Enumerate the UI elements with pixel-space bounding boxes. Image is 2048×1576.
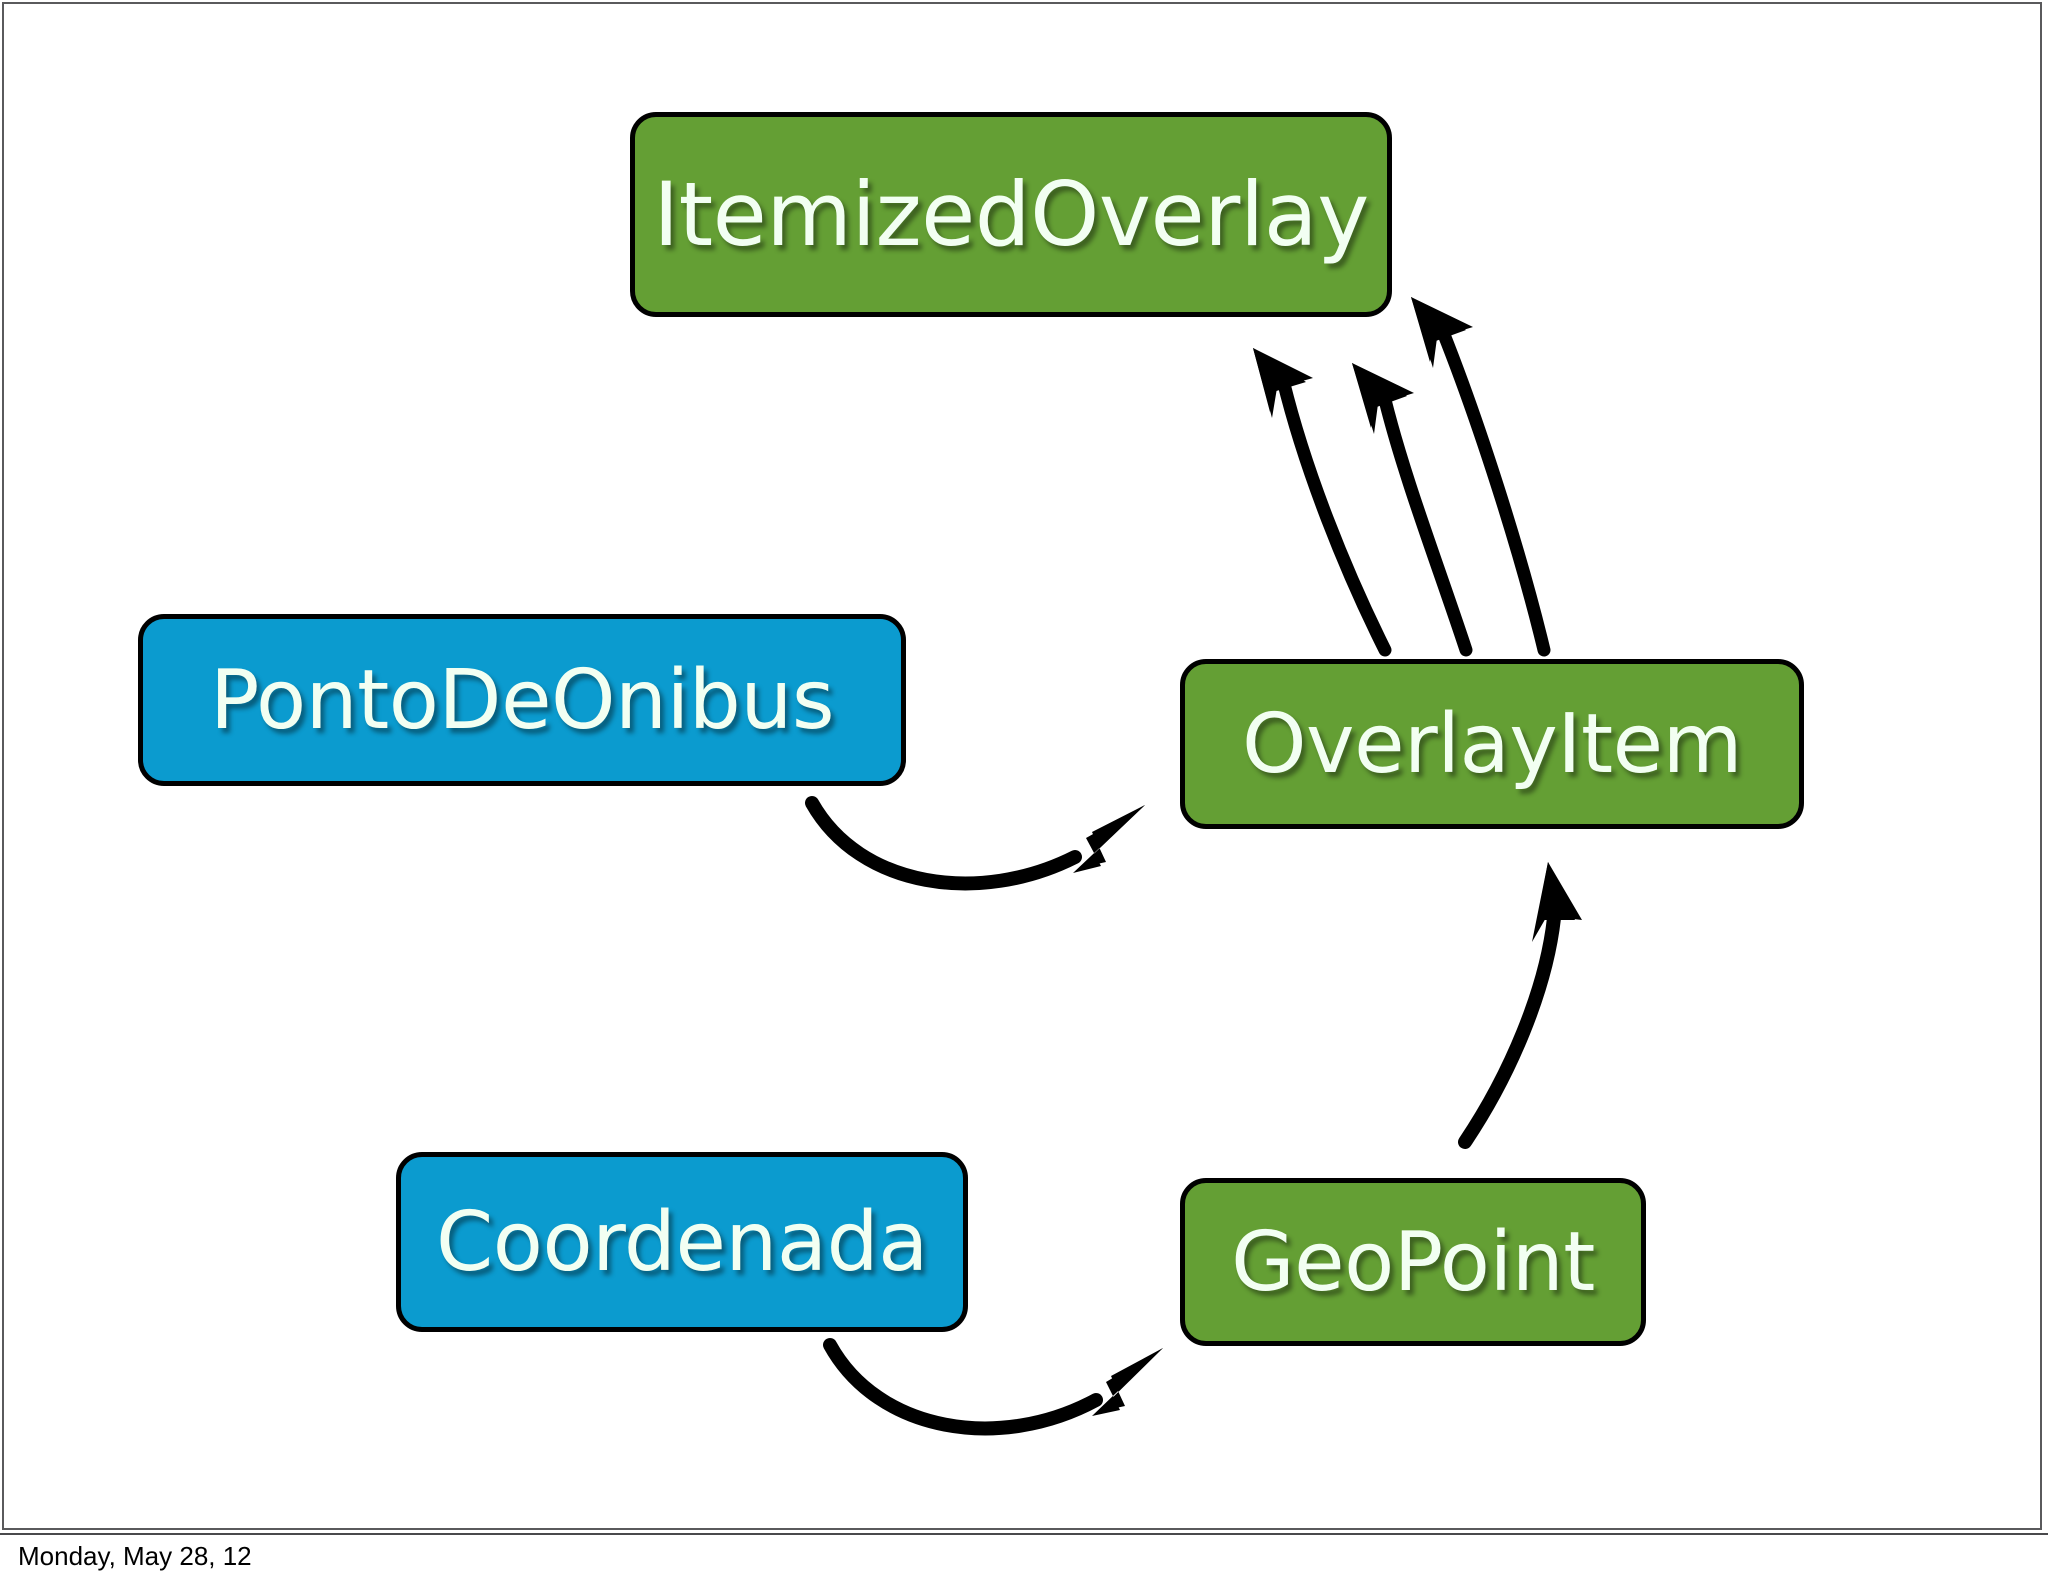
node-overlay-item[interactable]: OverlayItem [1180,659,1804,829]
footer-date: Monday, May 28, 12 [18,1541,252,1571]
arrow-coordenada-to-geopoint [823,1338,1163,1436]
node-ponto-de-onibus[interactable]: PontoDeOnibus [138,614,906,786]
arrow-overlayitem-to-itemizedoverlay-1 [1253,348,1392,657]
arrow-geopoint-to-overlayitem [1458,862,1582,1149]
node-coordenada[interactable]: Coordenada [396,1152,968,1332]
node-geo-point[interactable]: GeoPoint [1180,1178,1646,1346]
arrow-overlayitem-to-itemizedoverlay-2 [1352,363,1473,657]
node-itemized-overlay[interactable]: ItemizedOverlay [630,112,1392,317]
arrow-overlayitem-to-itemizedoverlay-3 [1411,297,1551,657]
footer-divider [0,1533,2048,1535]
arrow-pontodeonibus-to-overlayitem [805,796,1145,891]
